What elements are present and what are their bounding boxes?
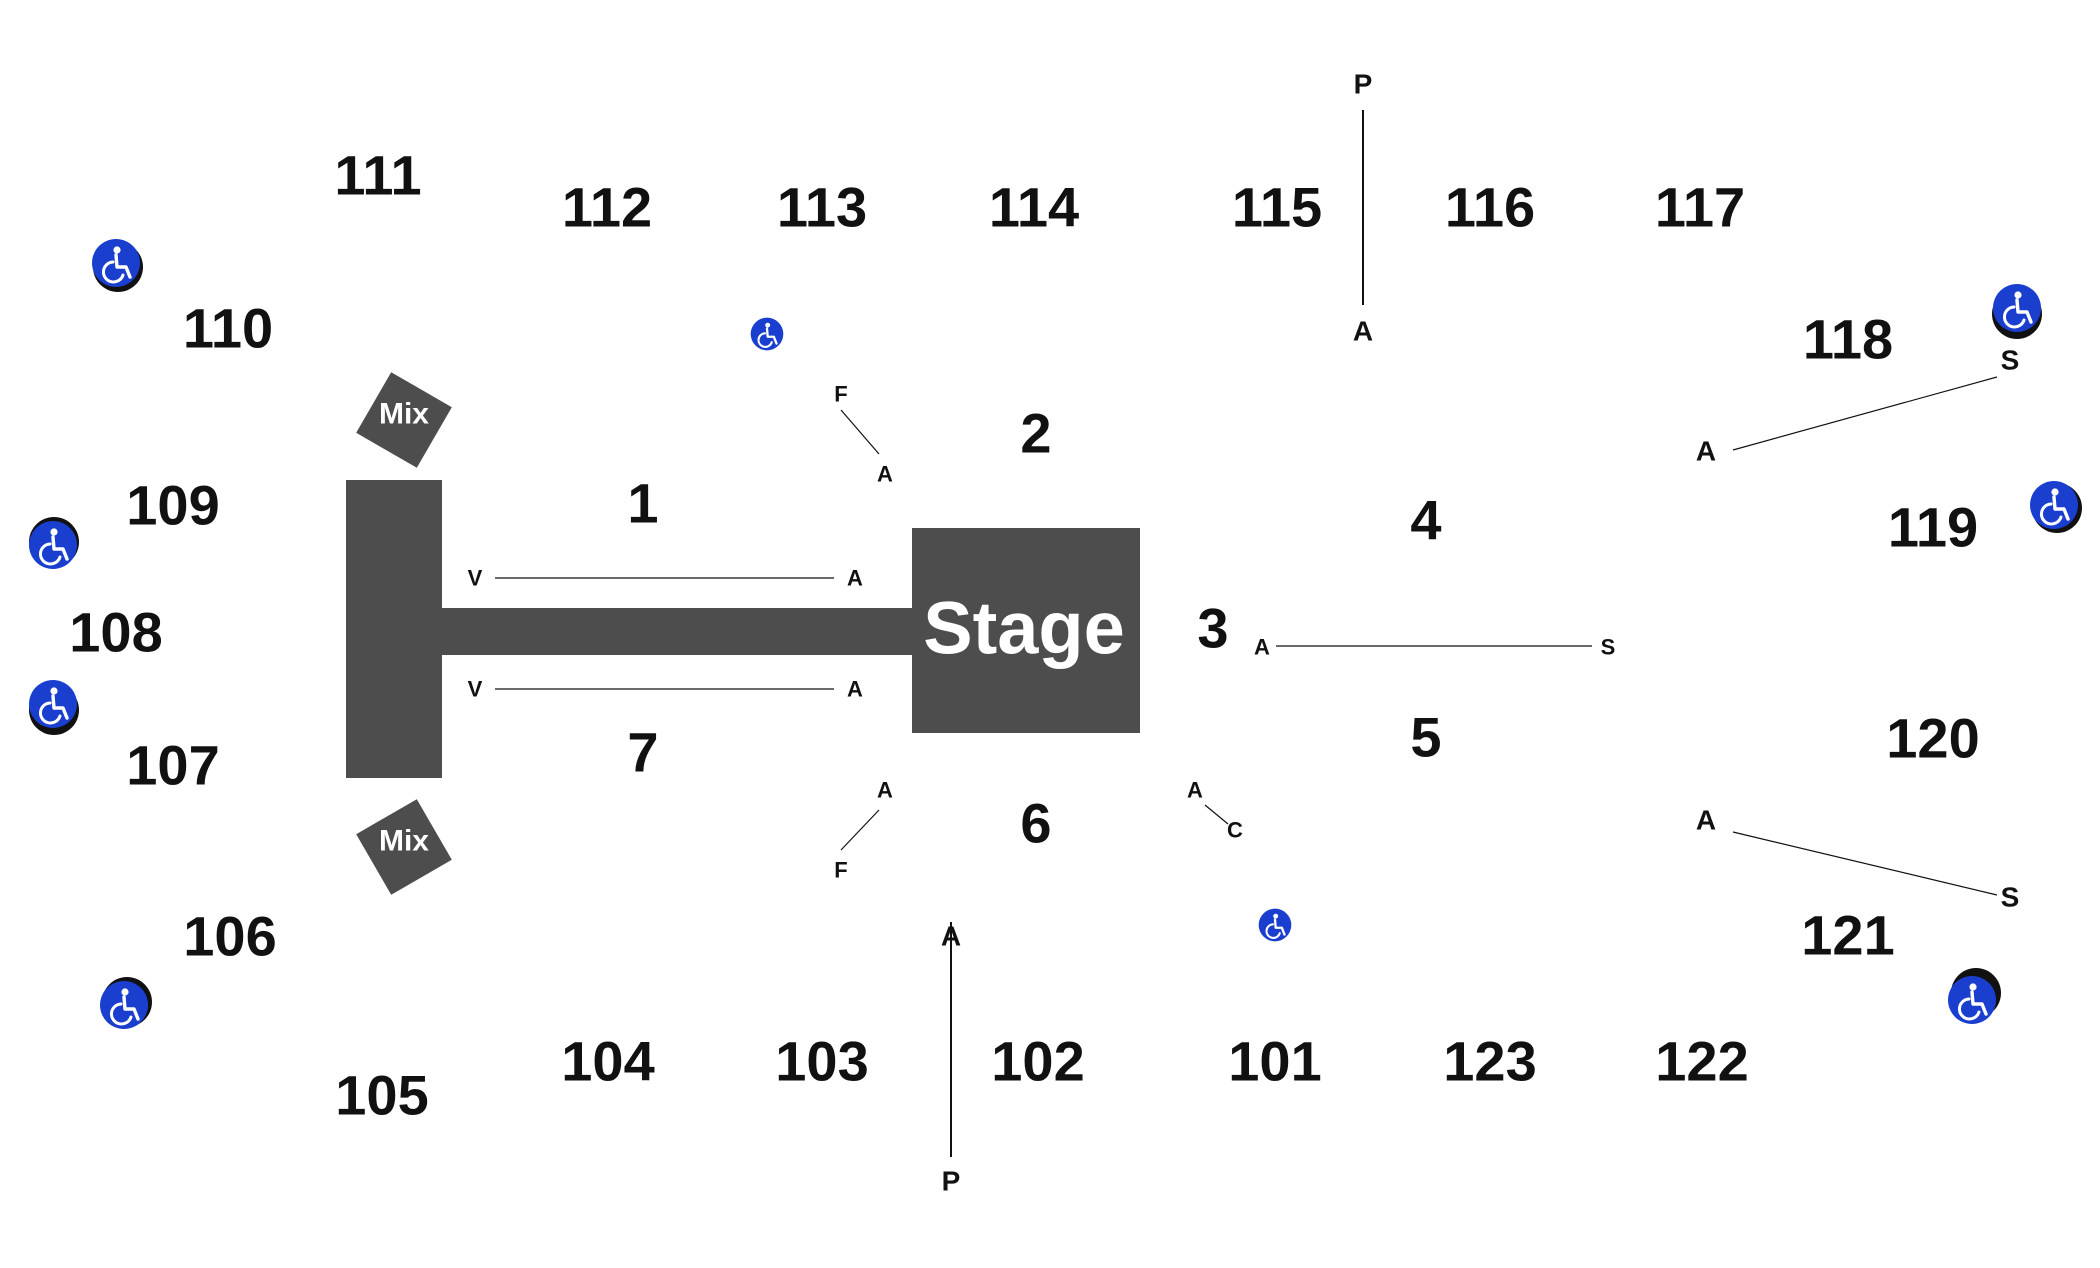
section-119[interactable]: 119 — [1888, 496, 1978, 559]
row-lines — [495, 110, 1998, 1157]
row-label-s2-f: F — [834, 382, 847, 407]
section-114[interactable]: 114 — [989, 176, 1079, 239]
section-115[interactable]: 115 — [1232, 176, 1322, 239]
section-102[interactable]: 102 — [991, 1030, 1084, 1093]
wheelchair-icon[interactable] — [27, 517, 79, 571]
section-117[interactable]: 117 — [1655, 176, 1745, 239]
row-label-s118-a: A — [1696, 436, 1716, 467]
wheelchair-icon[interactable] — [27, 678, 79, 735]
section-1[interactable]: 1 — [627, 472, 658, 535]
mix-label-top: Mix — [379, 398, 429, 431]
wheelchair-icon[interactable] — [749, 316, 785, 352]
row-line-section-118 — [1732, 376, 1998, 451]
mix-label-bottom: Mix — [379, 825, 429, 858]
row-label-s5-c: C — [1227, 818, 1243, 843]
wheelchair-icon[interactable] — [2028, 479, 2082, 533]
section-106[interactable]: 106 — [183, 905, 276, 968]
row-line-section-5 — [1204, 804, 1229, 825]
section-107[interactable]: 107 — [126, 734, 219, 797]
row-label-s3-s: S — [1601, 635, 1616, 660]
row-label-s5-a: A — [1187, 778, 1203, 803]
row-label-s6-a: A — [877, 778, 893, 803]
row-label-s2-a: A — [877, 462, 893, 487]
mix-position-bottom: Mix — [356, 799, 452, 895]
wheelchair-icon[interactable] — [1991, 282, 2043, 339]
row-label-s1-v: V — [468, 566, 483, 591]
stage-label: Stage — [923, 587, 1125, 670]
row-line-section-6 — [840, 809, 880, 851]
row-label-s7-a: A — [847, 677, 863, 702]
row-label-s121-a: A — [1696, 805, 1716, 836]
mix-position-top: Mix — [356, 372, 452, 468]
section-111[interactable]: 111 — [334, 144, 421, 207]
row-label-top-a: A — [1353, 316, 1373, 347]
wheelchair-icon[interactable] — [90, 237, 143, 292]
row-label-top-p: P — [1354, 69, 1373, 100]
section-4[interactable]: 4 — [1410, 489, 1441, 552]
stage[interactable] — [912, 528, 1140, 733]
row-label-bottom-a: A — [941, 921, 961, 952]
section-123[interactable]: 123 — [1443, 1030, 1536, 1093]
section-112[interactable]: 112 — [562, 176, 652, 239]
section-121[interactable]: 121 — [1801, 904, 1894, 967]
row-label-s121-s: S — [2001, 882, 2020, 913]
section-110[interactable]: 110 — [183, 297, 273, 360]
stage-back-bar — [346, 480, 442, 778]
section-105[interactable]: 105 — [335, 1064, 428, 1127]
section-104[interactable]: 104 — [561, 1030, 654, 1093]
row-label-s1-a: A — [847, 566, 863, 591]
row-line-section-121 — [1732, 831, 1998, 896]
section-5[interactable]: 5 — [1410, 706, 1441, 769]
section-2[interactable]: 2 — [1020, 402, 1051, 465]
row-label-s118-s: S — [2001, 345, 2020, 376]
section-103[interactable]: 103 — [775, 1030, 868, 1093]
section-118[interactable]: 118 — [1803, 308, 1893, 371]
section-113[interactable]: 113 — [777, 176, 867, 239]
section-7[interactable]: 7 — [627, 721, 658, 784]
section-3[interactable]: 3 — [1197, 597, 1228, 660]
section-116[interactable]: 116 — [1445, 176, 1535, 239]
section-109[interactable]: 109 — [126, 474, 219, 537]
stage-runway — [442, 608, 914, 655]
row-label-s3-a: A — [1254, 635, 1270, 660]
section-6[interactable]: 6 — [1020, 792, 1051, 855]
section-120[interactable]: 120 — [1886, 707, 1979, 770]
section-122[interactable]: 122 — [1655, 1030, 1748, 1093]
section-108[interactable]: 108 — [69, 601, 162, 664]
section-101[interactable]: 101 — [1228, 1030, 1321, 1093]
row-label-s7-v: V — [468, 677, 483, 702]
row-label-bottom-p: P — [942, 1166, 961, 1197]
wheelchair-icon[interactable] — [1946, 968, 2001, 1026]
wheelchair-icon[interactable] — [1257, 907, 1293, 943]
row-line-section-2 — [840, 409, 880, 455]
row-label-s6-f: F — [834, 858, 847, 883]
wheelchair-icon[interactable] — [98, 977, 152, 1031]
